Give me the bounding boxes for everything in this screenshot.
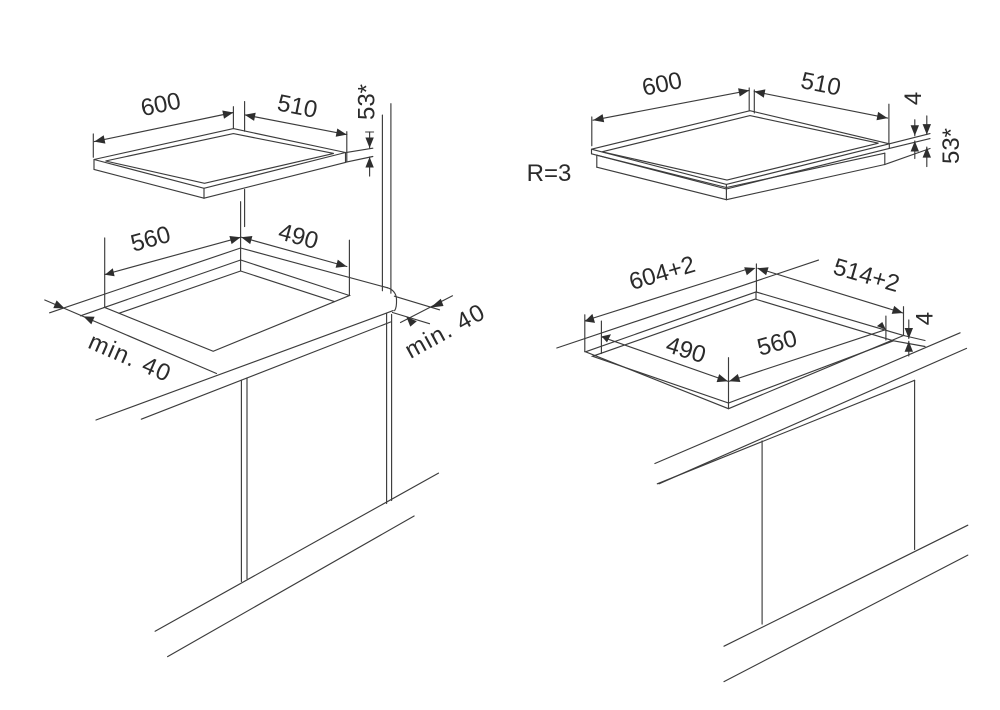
- svg-text:4: 4: [900, 92, 927, 105]
- svg-text:53*: 53*: [353, 84, 380, 120]
- svg-text:R=3: R=3: [527, 160, 572, 187]
- svg-text:4: 4: [911, 312, 938, 325]
- svg-text:53*: 53*: [938, 128, 965, 164]
